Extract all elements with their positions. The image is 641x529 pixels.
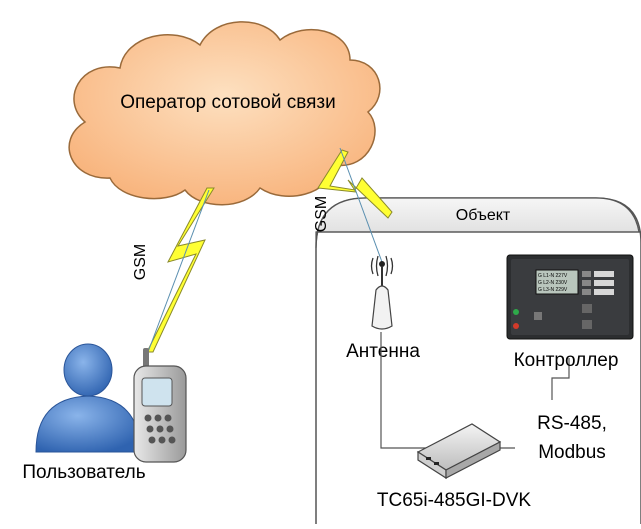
modem-label: TC65i-485GI-DVK	[377, 490, 531, 511]
gsm-left-label: GSM	[132, 244, 149, 280]
cloud-label: Оператор сотовой связи	[120, 92, 336, 113]
controller-screen-row-2: G L2-N 230V	[538, 280, 568, 286]
controller-screen-row-3: G L3-N 229V	[538, 287, 568, 293]
object-label: Объект	[456, 207, 511, 224]
user-label: Пользователь	[22, 462, 145, 483]
antenna-icon	[370, 255, 394, 330]
operator-cloud: Оператор сотовой связи	[68, 21, 381, 206]
controller-screen-row-1: G L1-N 227V	[538, 273, 568, 279]
bus-label-line2: Modbus	[538, 442, 606, 463]
gsm-link-right: GSM	[313, 147, 393, 263]
controller-device: G L1-N 227V G L2-N 230V G L3-N 229V	[506, 254, 634, 340]
controller-label: Контроллер	[514, 350, 619, 371]
mobile-phone-icon	[133, 348, 187, 463]
gsm-link-left: GSM	[132, 187, 215, 353]
user-icon	[35, 343, 141, 453]
bus-label-line1: RS-485,	[537, 413, 607, 434]
modem-device	[416, 423, 502, 480]
gsm-right-label: GSM	[313, 196, 330, 232]
antenna-label: Антенна	[346, 341, 420, 362]
